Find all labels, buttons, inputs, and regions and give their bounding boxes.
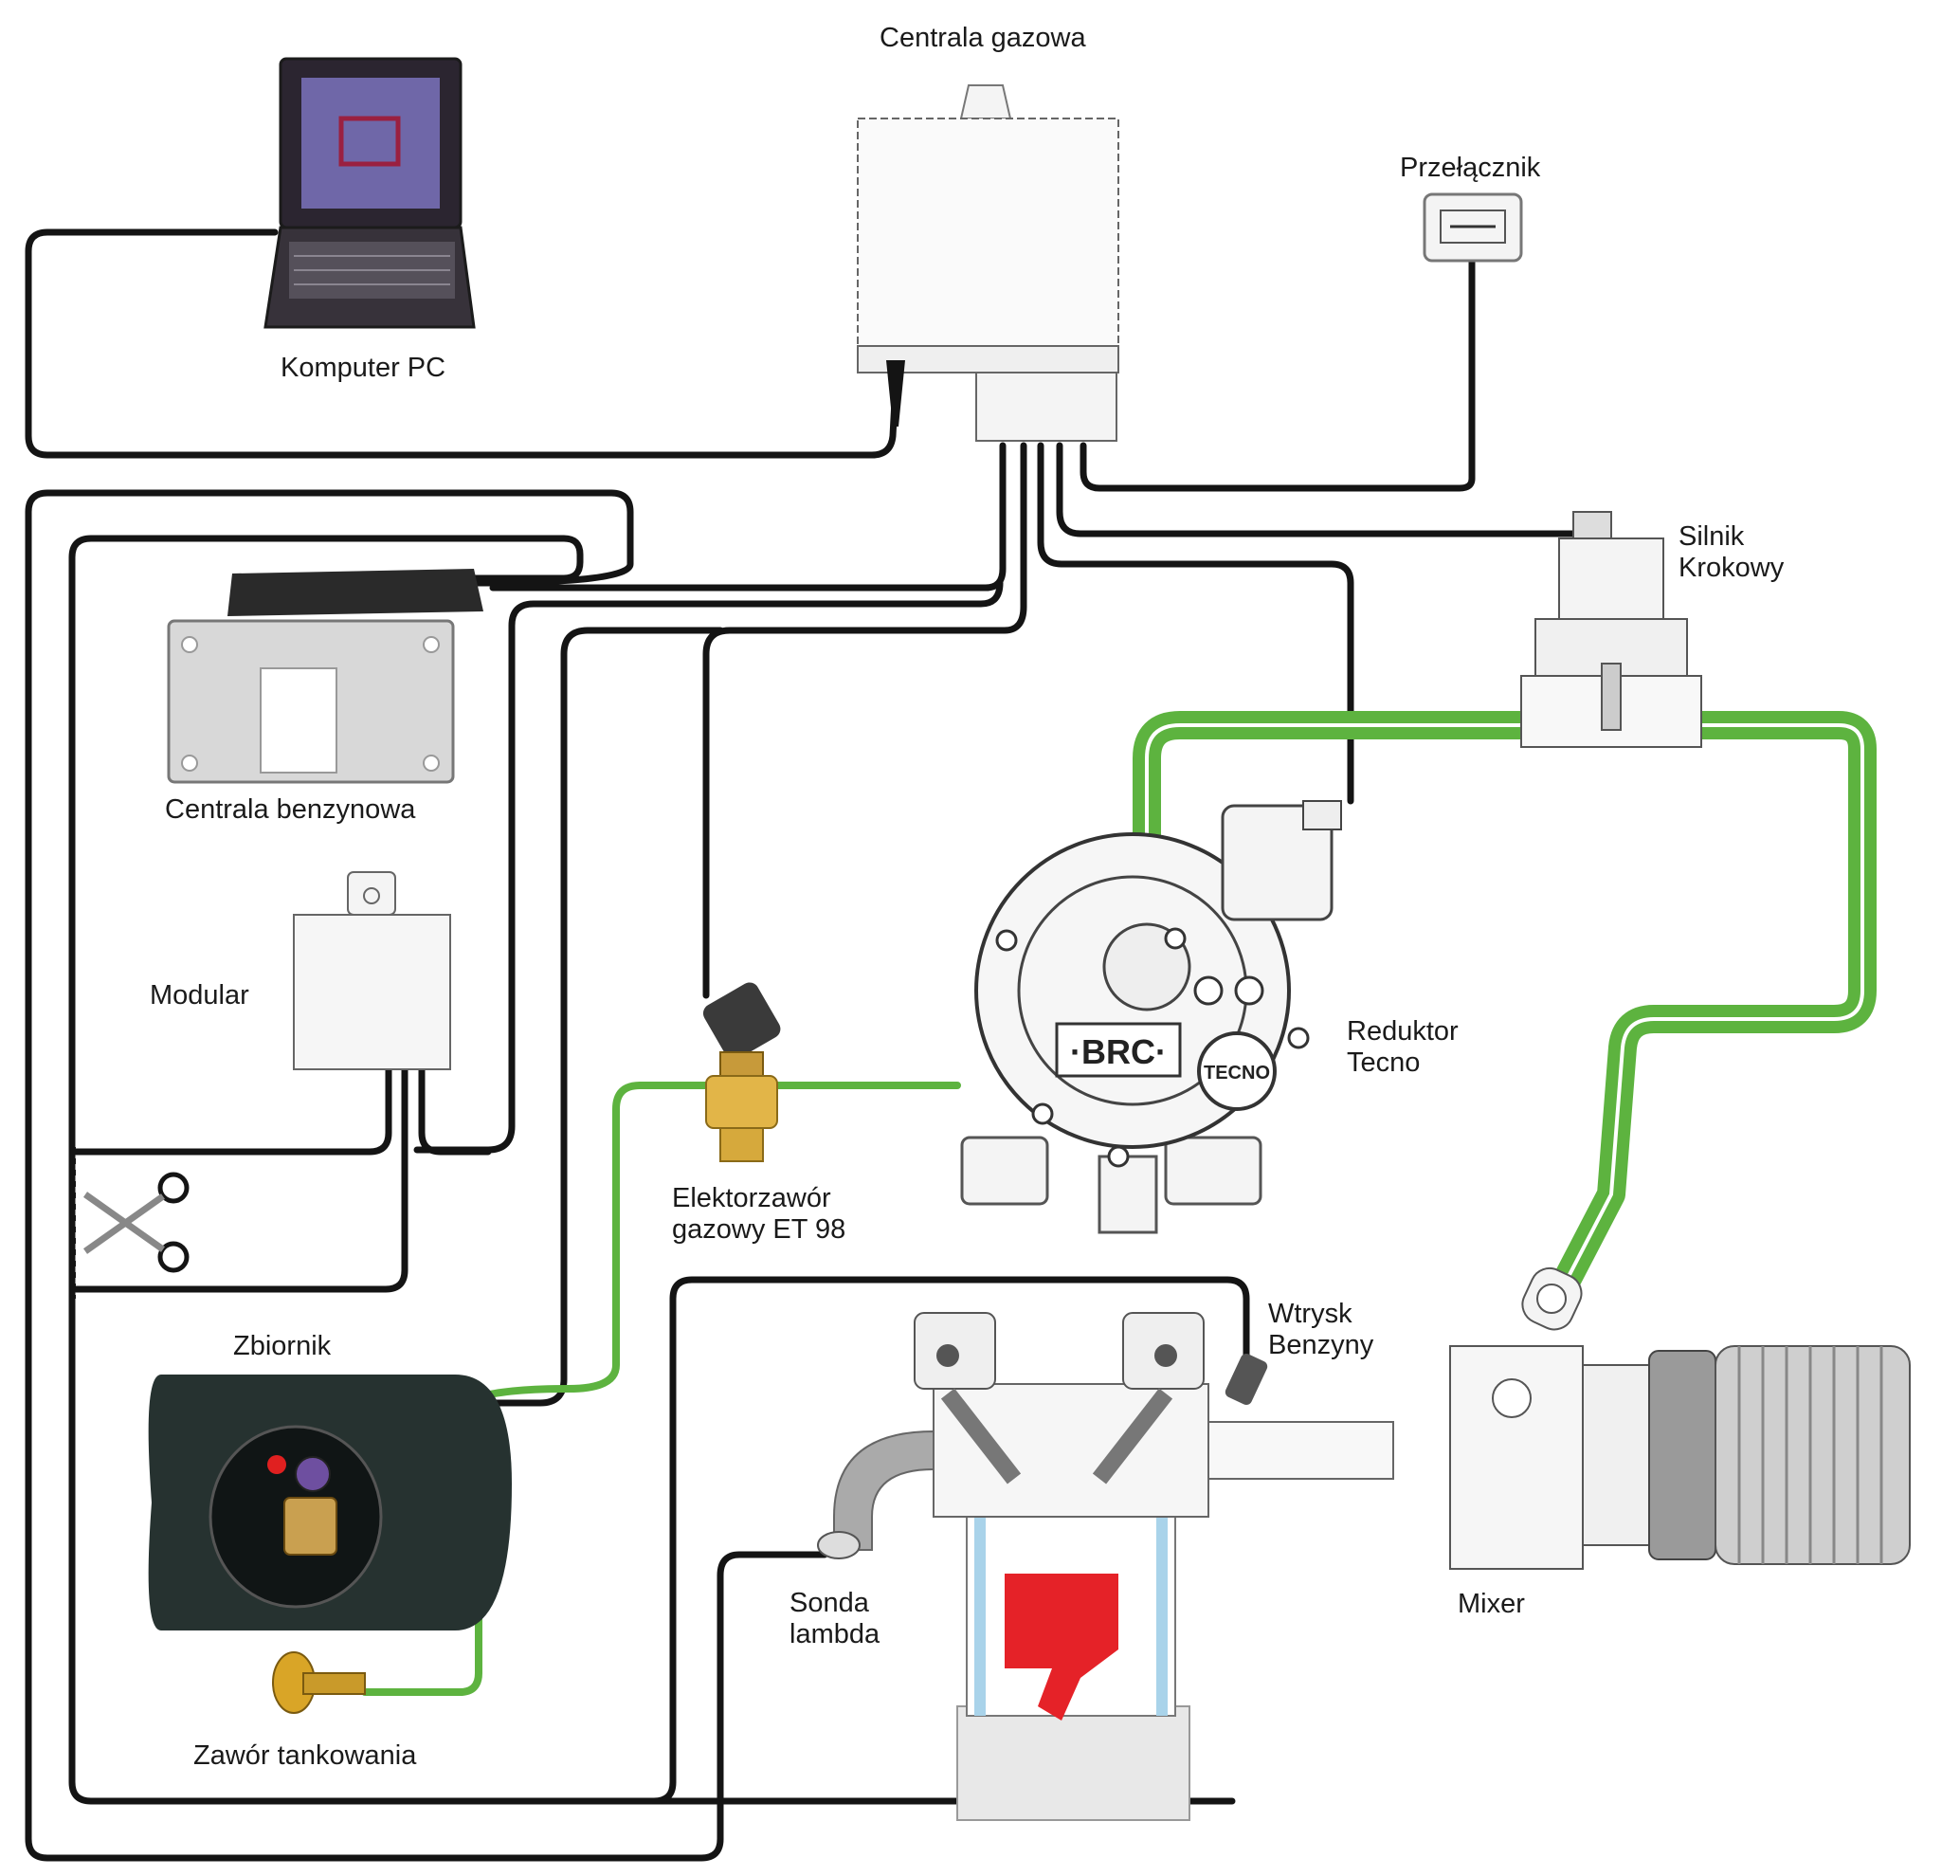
wire-reducer-coil-to-ecu: [1037, 442, 1354, 805]
label-silnik-krokowy-line2: Krokowy: [1679, 553, 1785, 583]
label-wtrysk-benzyny-line1: Wtrysk: [1268, 1299, 1352, 1329]
gas-solenoid-valve-icon: [702, 982, 781, 1162]
label-sonda-lambda-line1: Sonda: [789, 1588, 869, 1618]
gas-hose-reducer-to-mixer-highlight: [1145, 723, 1864, 1291]
wire-modular-down: [72, 1065, 408, 1293]
label-reduktor-tecno-line1: Reduktor: [1347, 1016, 1459, 1047]
filling-valve-icon: [272, 1651, 366, 1714]
label-zawor-tankowania: Zawór tankowania: [193, 1740, 417, 1771]
petrol-ecu-icon: [167, 569, 483, 784]
laptop-pc-icon: [263, 57, 476, 329]
label-mixer: Mixer: [1458, 1589, 1525, 1619]
label-silnik-krokowy: Silnik Krokowy: [1679, 521, 1784, 584]
engine-cylinder-icon: [817, 1312, 1394, 1821]
reducer-badge-mark: TECNO: [1204, 1063, 1270, 1084]
label-sonda-lambda-line2: lambda: [789, 1619, 880, 1649]
label-reduktor-tecno-line2: Tecno: [1347, 1047, 1421, 1078]
label-zbiornik: Zbiornik: [233, 1331, 332, 1361]
wire-petrol-ecu-to-ecu: [489, 442, 1007, 592]
label-sonda-lambda: Sonda lambda: [789, 1588, 880, 1650]
label-przelacznik: Przełącznik: [1400, 153, 1541, 183]
label-elektrozawor-line1: Elektorzawór: [672, 1183, 831, 1213]
wire-switch-to-ecu: [1080, 257, 1476, 492]
wire-modular-to-ecu: [413, 579, 1004, 1154]
label-wtrysk-benzyny-line2: Benzyny: [1268, 1330, 1374, 1360]
wiring: [25, 228, 1596, 1862]
reducer-brand-mark: ·BRC·: [1070, 1032, 1167, 1071]
wire-stepper-to-ecu: [1056, 442, 1596, 537]
gas-ecu-icon: [857, 84, 1119, 442]
label-elektrozawor-line2: gazowy ET 98: [672, 1214, 846, 1245]
label-centrala-benzynowa: Centrala benzynowa: [165, 794, 416, 825]
label-silnik-krokowy-line1: Silnik: [1679, 521, 1745, 552]
air-filter-icon: [1648, 1345, 1911, 1565]
wire-pc-to-ecu: [25, 228, 900, 459]
wire-modular-right: [418, 1065, 492, 1156]
wire-valve-to-ecu: [702, 442, 1027, 999]
wire-petrol-ecu-loop-outer: [25, 489, 828, 1862]
label-centrala-gazowa: Centrala gazowa: [880, 23, 1086, 53]
wire-tank-to-ecu: [356, 627, 724, 1407]
label-wtrysk-benzyny: Wtrysk Benzyny: [1268, 1299, 1373, 1361]
wire-petrol-ecu-loop-inner: [68, 535, 1236, 1805]
wire-injector-loop: [650, 1276, 1250, 1805]
modular-box-icon: [293, 871, 451, 1070]
label-elektrozawor: Elektorzawór gazowy ET 98: [672, 1183, 845, 1246]
wire-cut-marker: [72, 1147, 190, 1299]
stepper-motor-icon: [1520, 511, 1702, 748]
reducer-tecno-icon: [960, 800, 1342, 1234]
label-modular: Modular: [150, 980, 249, 1011]
fuel-switch-icon: [1423, 192, 1523, 263]
label-reduktor-tecno: Reduktor Tecno: [1347, 1016, 1459, 1079]
lpg-tank-icon: [148, 1375, 512, 1630]
label-komputer-pc: Komputer PC: [281, 353, 446, 383]
wire-modular-left: [72, 1065, 392, 1156]
mixer-icon: [1449, 1266, 1650, 1570]
